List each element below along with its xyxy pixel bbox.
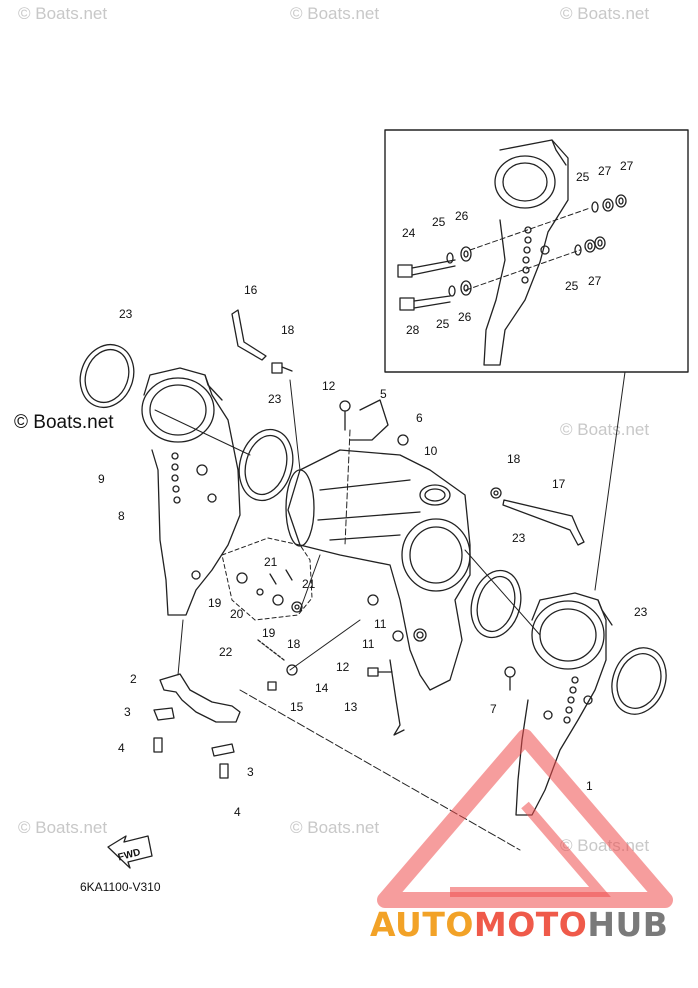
screw-4-a [153,737,163,753]
callout: 2 [130,672,137,686]
callout: 10 [424,444,438,458]
callout: 17 [552,477,566,491]
callout: 19 [208,596,222,610]
callout: 27 [620,159,634,173]
callout: 14 [315,681,329,695]
brand-wordmark: AUTOMOTOHUB [370,905,668,944]
callout: 26 [458,310,472,324]
brand-moto: MOTO [473,905,588,944]
callout: 23 [268,392,282,406]
callout: 6 [416,411,423,425]
ring-23-far [611,647,667,715]
watermark: © Boats.net [290,818,380,837]
pin-17 [502,499,585,546]
callout: 3 [247,765,254,779]
swivel-bracket-10 [285,449,471,691]
ring-23-right [470,569,522,639]
callout: 28 [406,323,420,337]
callout: 13 [344,700,358,714]
callout: 4 [234,805,241,819]
inset-washers [446,194,627,297]
callout: 20 [230,607,244,621]
callout: 9 [98,472,105,486]
callout: 25 [576,170,590,184]
callout: 7 [490,702,497,716]
brand-logo-triangle [377,729,673,908]
callout: 22 [219,645,233,659]
brand-auto: AUTO [370,905,474,944]
inset-leader [594,371,626,591]
callout-group: 1 2 3 3 4 4 5 6 7 8 9 10 11 11 12 12 13 … [98,159,648,819]
callout: 21 [264,555,278,569]
inset-bracket [483,139,569,366]
callout: 15 [290,700,304,714]
callout: 27 [598,164,612,178]
inset-bolt-24 [397,259,456,278]
callout: 4 [118,741,125,755]
fwd-arrow [107,835,153,869]
callout: 26 [455,209,469,223]
clip-3-a [153,707,175,721]
callout: 27 [588,274,602,288]
callout: 23 [634,605,648,619]
watermark-main: © Boats.net [14,412,114,433]
screw-4-b [219,763,229,779]
bracket-8 [141,367,241,616]
inset-bolt-28 [399,295,451,311]
callout: 8 [118,509,125,523]
watermark: © Boats.net [18,4,108,23]
callout: 19 [262,626,276,640]
callout: 21 [302,577,316,591]
callout: 23 [512,531,526,545]
callout: 18 [287,637,301,651]
callout: 25 [432,215,446,229]
callout: 3 [124,705,131,719]
callout: 25 [565,279,579,293]
callout: 23 [119,307,133,321]
callout: 11 [374,617,387,631]
callout: 24 [402,226,416,240]
watermark: © Boats.net [560,420,650,439]
callout: 5 [380,387,387,401]
callout: 18 [281,323,295,337]
ring-23-mid [238,428,294,502]
clip-3-b [211,743,235,757]
callout: 16 [244,283,258,297]
inset-box [384,129,689,373]
ring-23-left [79,343,135,409]
diagram-code: 6KA1100-V310 [80,880,161,894]
callout: 1 [586,779,593,793]
brand-hub: HUB [587,905,669,944]
fasteners [236,362,516,736]
plate-2 [159,673,241,723]
pin-16 [231,309,267,361]
callout: 18 [507,452,521,466]
callout: 12 [322,379,336,393]
callout: 11 [362,637,375,651]
callout: 25 [436,317,450,331]
callout: 12 [336,660,350,674]
watermark: © Boats.net [560,4,650,23]
watermark: © Boats.net [290,4,380,23]
watermark: © Boats.net [18,818,108,837]
